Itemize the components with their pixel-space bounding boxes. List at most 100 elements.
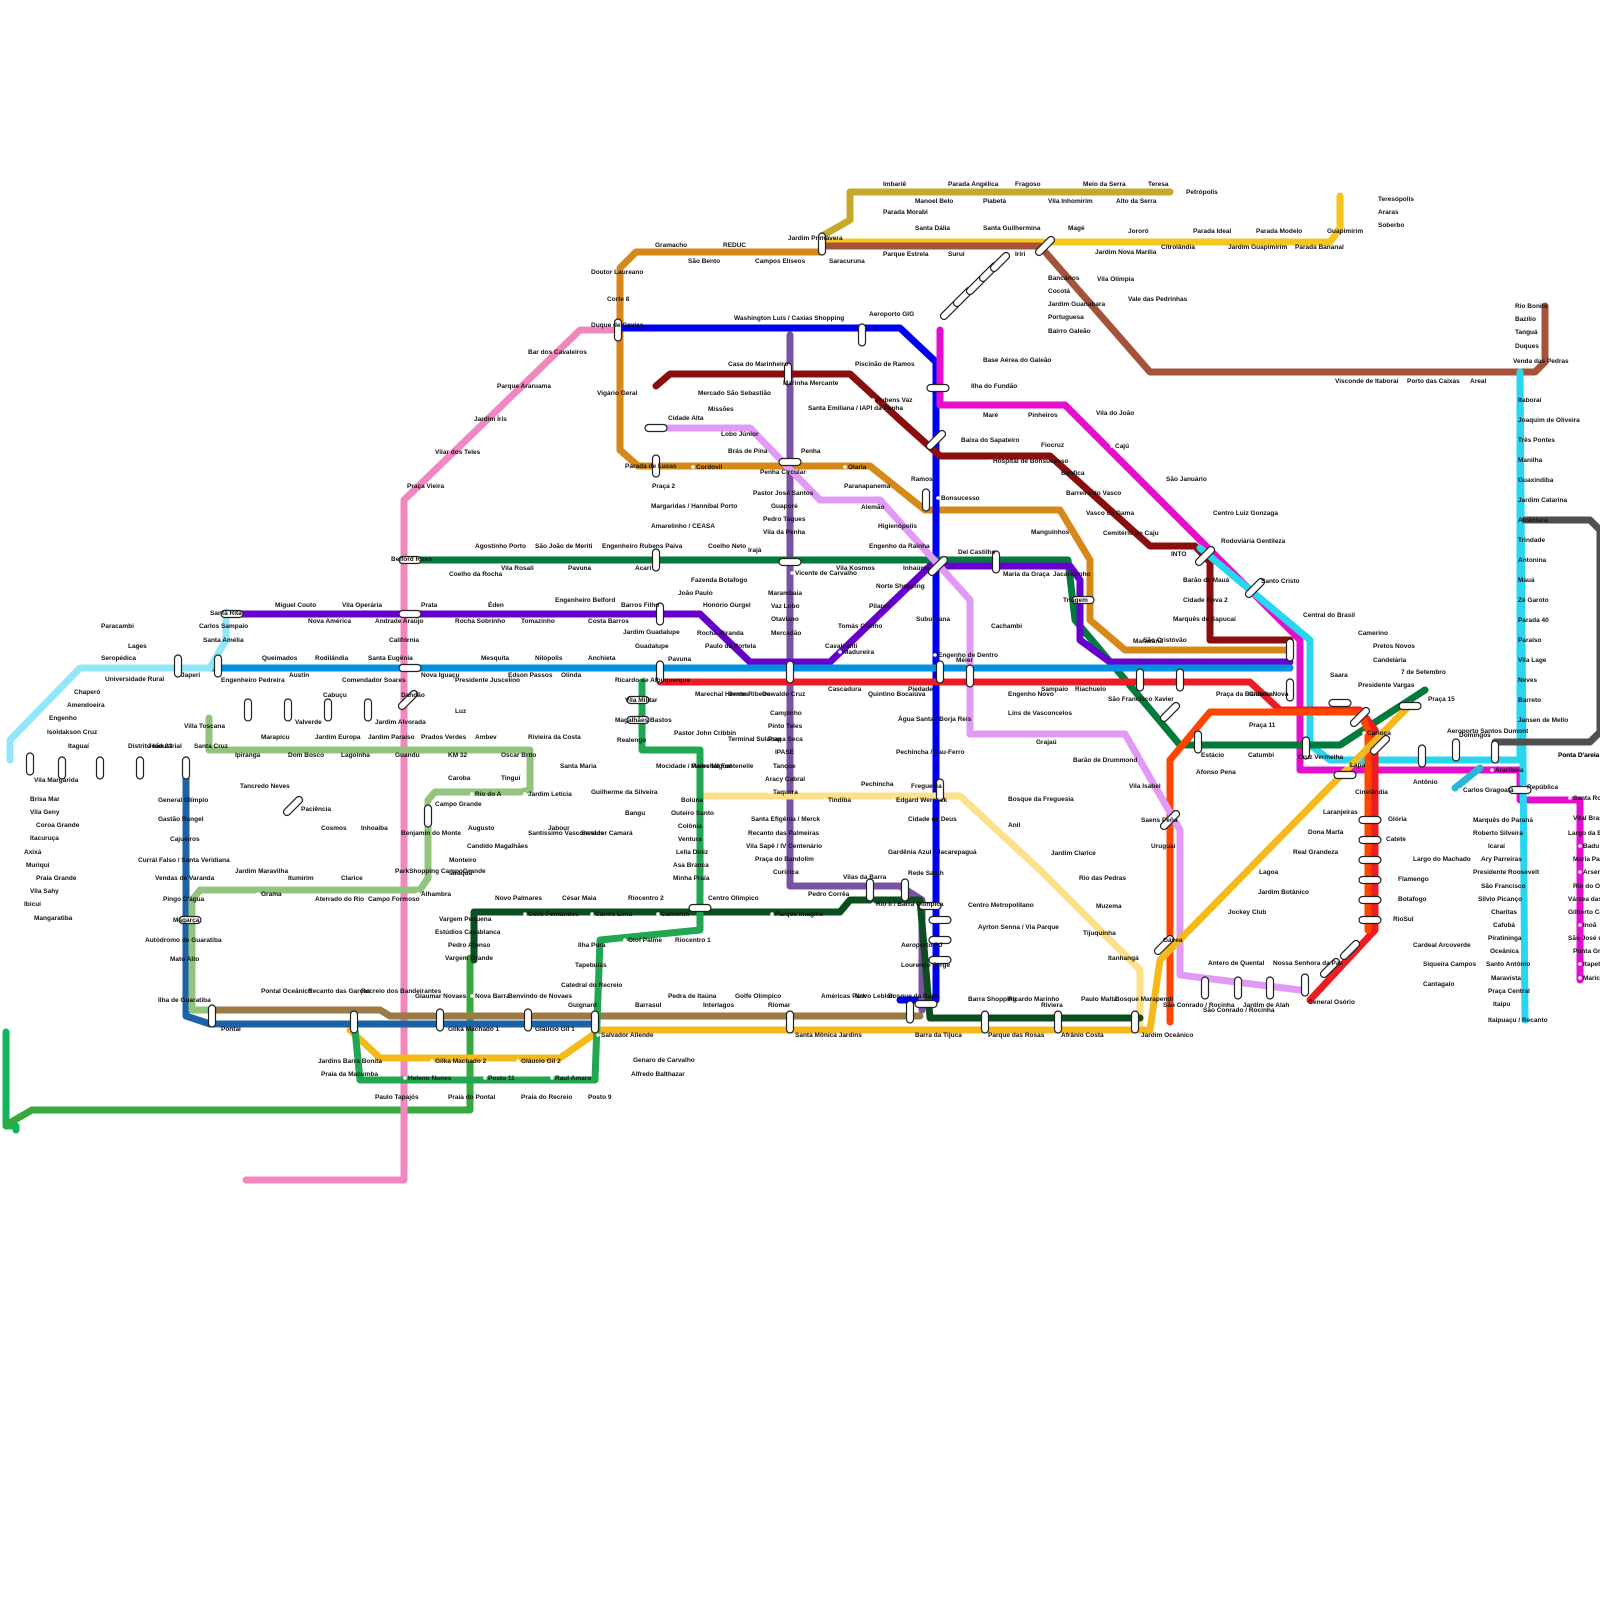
station-dot[interactable] — [396, 831, 400, 835]
station-dot[interactable] — [363, 656, 367, 660]
station-dot[interactable] — [610, 678, 614, 682]
station-dot[interactable] — [583, 619, 587, 623]
station-dot[interactable] — [1513, 498, 1517, 502]
station-dot[interactable] — [663, 416, 667, 420]
station-dot[interactable] — [863, 692, 867, 696]
station-dot[interactable] — [750, 259, 754, 263]
station-dot[interactable] — [783, 236, 787, 240]
station-dot[interactable] — [716, 432, 720, 436]
interchange-marker[interactable] — [965, 664, 975, 688]
station-dot[interactable] — [1485, 949, 1489, 953]
interchange-marker[interactable] — [1490, 740, 1500, 764]
station-dot[interactable] — [1098, 531, 1102, 535]
station-dot[interactable] — [620, 811, 624, 815]
station-dot[interactable] — [402, 484, 406, 488]
station-dot[interactable] — [443, 753, 447, 757]
interchange-marker[interactable] — [1328, 698, 1352, 708]
station-dot[interactable] — [496, 753, 500, 757]
station-dot[interactable] — [690, 692, 694, 696]
station-dot[interactable] — [310, 656, 314, 660]
station-dot[interactable] — [1110, 444, 1114, 448]
station-dot[interactable] — [469, 417, 473, 421]
station-dot[interactable] — [823, 798, 827, 802]
station-dot[interactable] — [873, 524, 877, 528]
station-dot[interactable] — [1563, 897, 1567, 901]
station-dot[interactable] — [270, 603, 274, 607]
station-dot[interactable] — [1513, 638, 1517, 642]
station-dot[interactable] — [1513, 618, 1517, 622]
interchange-marker[interactable] — [1358, 875, 1382, 885]
interchange-marker[interactable] — [1508, 785, 1532, 795]
station-dot[interactable] — [686, 578, 690, 582]
station-dot[interactable] — [284, 673, 288, 677]
station-dot[interactable] — [516, 1059, 520, 1063]
station-dot[interactable] — [1513, 518, 1517, 522]
station-dot[interactable] — [370, 720, 374, 724]
station-dot[interactable] — [1418, 962, 1422, 966]
station-dot[interactable] — [871, 398, 875, 402]
station-dot[interactable] — [670, 938, 674, 942]
station-dot[interactable] — [692, 631, 696, 635]
station-dot[interactable] — [750, 857, 754, 861]
interchange-marker[interactable] — [928, 935, 952, 945]
station-dot[interactable] — [356, 989, 360, 993]
station-dot[interactable] — [303, 989, 307, 993]
station-dot[interactable] — [765, 711, 769, 715]
station-dot[interactable] — [1513, 538, 1517, 542]
interchange-marker[interactable] — [523, 1008, 533, 1032]
station-dot[interactable] — [1198, 1008, 1202, 1012]
station-dot[interactable] — [450, 709, 454, 713]
station-dot[interactable] — [444, 858, 448, 862]
station-dot[interactable] — [1368, 644, 1372, 648]
station-dot[interactable] — [597, 544, 601, 548]
station-dot[interactable] — [476, 656, 480, 660]
station-dot[interactable] — [1156, 245, 1160, 249]
station-dot[interactable] — [1244, 692, 1248, 696]
station-dot[interactable] — [1143, 182, 1147, 186]
interchange-marker[interactable] — [220, 609, 244, 619]
station-dot[interactable] — [470, 994, 474, 998]
station-dot[interactable] — [1290, 245, 1294, 249]
station-dot[interactable] — [31, 823, 35, 827]
interchange-marker[interactable] — [1194, 545, 1216, 567]
station-dot[interactable] — [936, 496, 940, 500]
station-dot[interactable] — [1010, 252, 1014, 256]
station-dot[interactable] — [463, 826, 467, 830]
station-dot[interactable] — [25, 797, 29, 801]
station-dot[interactable] — [25, 810, 29, 814]
station-dot[interactable] — [626, 1072, 630, 1076]
station-dot[interactable] — [483, 1076, 487, 1080]
station-dot[interactable] — [490, 896, 494, 900]
station-dot[interactable] — [31, 876, 35, 880]
station-dot[interactable] — [903, 817, 907, 821]
station-dot[interactable] — [1158, 938, 1162, 942]
station-dot[interactable] — [1303, 830, 1307, 834]
station-dot[interactable] — [1408, 857, 1412, 861]
station-dot[interactable] — [470, 544, 474, 548]
station-dot[interactable] — [1568, 816, 1572, 820]
interchange-marker[interactable] — [590, 1010, 600, 1034]
station-dot[interactable] — [1402, 379, 1406, 383]
station-dot[interactable] — [430, 1059, 434, 1063]
station-dot[interactable] — [1243, 753, 1247, 757]
station-dot[interactable] — [1166, 552, 1170, 556]
station-dot[interactable] — [1298, 613, 1302, 617]
interchange-marker[interactable] — [914, 999, 938, 1009]
interchange-marker[interactable] — [243, 698, 253, 722]
station-dot[interactable] — [698, 603, 702, 607]
station-dot[interactable] — [683, 259, 687, 263]
interchange-marker[interactable] — [655, 660, 665, 684]
station-dot[interactable] — [230, 753, 234, 757]
station-dot[interactable] — [616, 603, 620, 607]
station-dot[interactable] — [1188, 229, 1192, 233]
station-dot[interactable] — [700, 644, 704, 648]
station-dot[interactable] — [618, 630, 622, 634]
station-dot[interactable] — [1208, 511, 1212, 515]
station-dot[interactable] — [911, 617, 915, 621]
station-dot[interactable] — [1486, 910, 1490, 914]
station-dot[interactable] — [143, 744, 147, 748]
station-dot[interactable] — [843, 465, 847, 469]
station-dot[interactable] — [370, 619, 374, 623]
station-dot[interactable] — [316, 826, 320, 830]
station-dot[interactable] — [403, 1076, 407, 1080]
